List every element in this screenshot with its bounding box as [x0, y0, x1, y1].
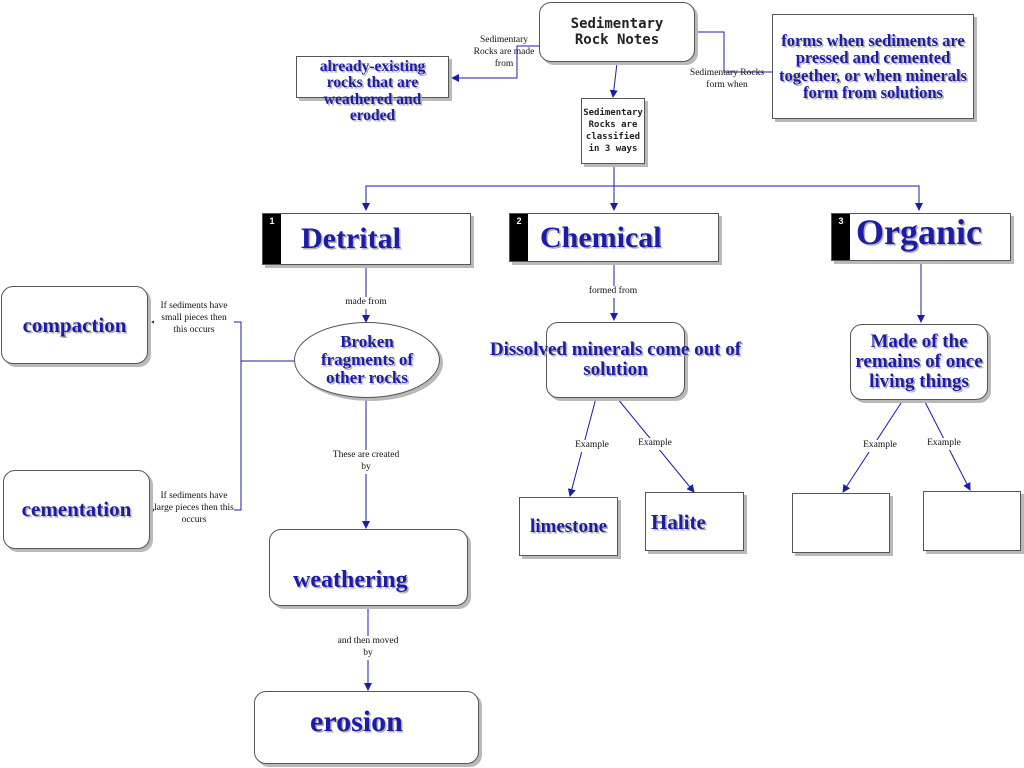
weathering-text: weathering: [293, 566, 408, 593]
category-label-chemical: Chemical: [540, 220, 662, 254]
erosion-text: erosion: [310, 705, 403, 738]
organic-description-box: Made of the remains of once living thing…: [850, 324, 988, 400]
page-title: Sedimentary Rock Notes: [570, 16, 664, 48]
classified-text: Sedimentary Rocks are classified in 3 wa…: [583, 107, 643, 155]
chemical-description: Dissolved minerals come out of solution: [489, 339, 742, 380]
category-detrital: 1 Detrital: [262, 213, 471, 265]
category-label-organic: Organic: [856, 212, 982, 252]
form-when-box: forms when sediments are pressed and cem…: [772, 14, 974, 119]
organic-example-box-1: [792, 493, 890, 553]
detrital-description: Broken fragments of other rocks: [320, 332, 414, 387]
made-from-text: already-existing rocks that are weathere…: [319, 58, 426, 124]
chemical-example-label-2: Example: [633, 438, 677, 450]
organic-example-label-2: Example: [922, 438, 966, 450]
category-number-1: 1: [263, 214, 281, 264]
form-when-text: forms when sediments are pressed and cem…: [779, 30, 967, 102]
organic-example-label-1: Example: [858, 440, 902, 452]
made-from-link-label: made from: [331, 297, 401, 309]
category-chemical: 2 Chemical: [509, 213, 719, 262]
formed-from-link-label: formed from: [578, 286, 648, 298]
created-by-label: These are created by: [328, 450, 404, 474]
organic-description: Made of the remains of once living thing…: [855, 331, 983, 392]
category-number-3: 3: [832, 214, 850, 260]
category-number-2: 2: [510, 214, 528, 261]
classified-box: Sedimentary Rocks are classified in 3 wa…: [581, 98, 645, 164]
weathering-box: weathering: [269, 529, 468, 606]
category-label-detrital: Detrital: [301, 222, 401, 256]
halite-box: Halite: [645, 492, 744, 551]
large-pieces-label: If sediments have large pieces then this…: [154, 491, 234, 527]
category-organic: 3 Organic: [831, 213, 1011, 261]
erosion-box: erosion: [254, 691, 479, 764]
chemical-example-label-1: Example: [570, 440, 614, 452]
compaction-text: compaction: [22, 312, 127, 337]
moved-by-label: and then moved by: [333, 636, 403, 660]
limestone-box: limestone: [519, 497, 618, 556]
chemical-description-box: Dissolved minerals come out of solution: [490, 322, 741, 398]
cementation-box: cementation: [3, 470, 150, 549]
small-pieces-label: If sediments have small pieces then this…: [154, 301, 234, 337]
made-from-box: already-existing rocks that are weathere…: [296, 56, 449, 123]
organic-example-box-2: [923, 491, 1021, 551]
form-when-label: Sedimentary Rocks form when: [689, 68, 765, 90]
cementation-text: cementation: [21, 497, 132, 522]
limestone-text: limestone: [529, 515, 608, 537]
made-from-label: Sedimentary Rocks are made from: [473, 35, 535, 69]
detrital-description-ellipse: Broken fragments of other rocks: [294, 322, 440, 398]
halite-text: Halite: [651, 510, 706, 534]
title-box: Sedimentary Rock Notes: [539, 2, 695, 62]
compaction-box: compaction: [1, 286, 148, 364]
